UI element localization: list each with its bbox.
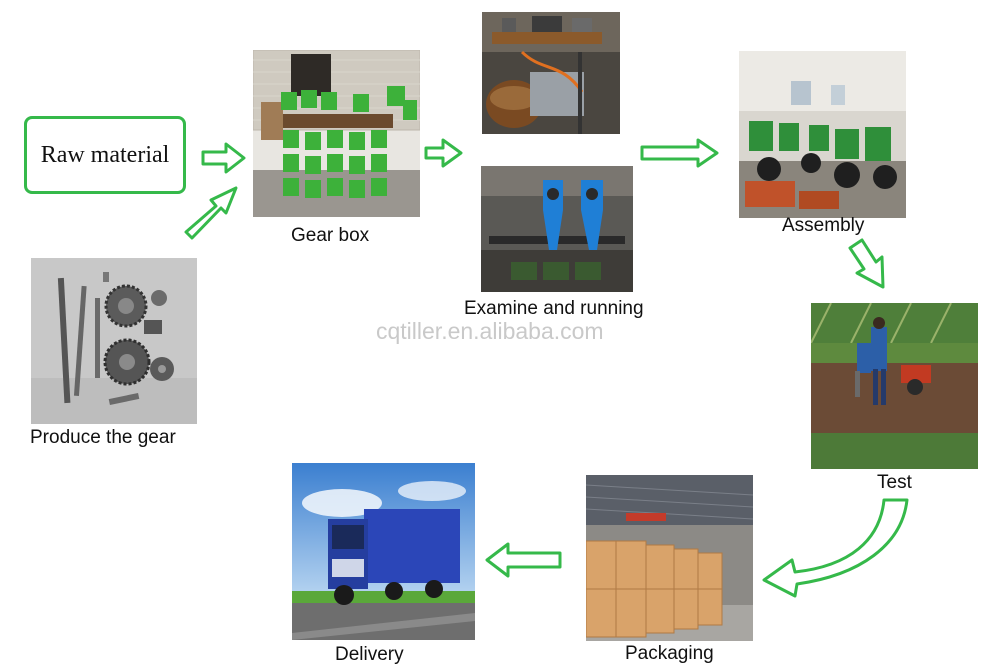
test-label: Test [877, 472, 912, 493]
gear-box-photo [253, 50, 420, 217]
raw-material-box: Raw material [24, 116, 186, 194]
test-photo [811, 303, 978, 469]
packaging-photo [586, 475, 753, 641]
produce-gear-label: Produce the gear [30, 427, 176, 448]
delivery-photo [292, 463, 475, 640]
examine-photo-bottom [481, 166, 633, 292]
arrow-gear-to-gearbox [184, 186, 238, 240]
watermark-text: cqtiller.en.alibaba.com [376, 318, 604, 344]
assembly-label: Assembly [782, 215, 865, 236]
raw-material-label: Raw material [40, 141, 170, 168]
produce-gear-photo [31, 258, 197, 424]
packaging-label: Packaging [625, 643, 714, 664]
delivery-label: Delivery [335, 644, 404, 665]
arrow-packaging-to-delivery [485, 542, 562, 578]
arrow-test-to-packaging [762, 498, 909, 598]
assembly-photo [739, 51, 906, 218]
examine-running-label: Examine and running [464, 298, 644, 319]
gear-box-label: Gear box [291, 225, 370, 246]
arrow-examine-to-assembly [640, 138, 719, 168]
arrow-raw-to-gearbox [201, 142, 246, 174]
examine-photo-top [482, 12, 620, 134]
arrow-assembly-to-test [848, 238, 885, 289]
arrow-gearbox-to-examine [424, 138, 463, 168]
